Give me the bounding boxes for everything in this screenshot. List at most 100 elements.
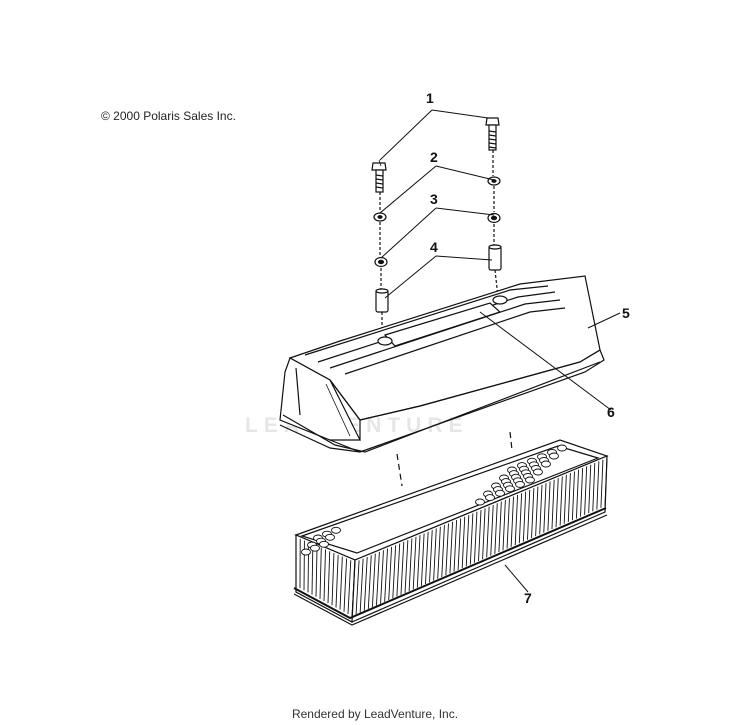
- left-bolt: [371, 159, 387, 193]
- pleat-line: [527, 489, 531, 540]
- end-pleat-line: [323, 549, 326, 602]
- pleat-line: [518, 493, 523, 544]
- pleat-line: [425, 531, 429, 585]
- pleat-line: [502, 499, 506, 551]
- callout-1: 1: [426, 90, 434, 106]
- perforation-hole: [485, 494, 495, 502]
- perforation-hole: [549, 452, 559, 460]
- pleat-line: [420, 533, 425, 586]
- pleat-line: [522, 491, 527, 542]
- pleat-line: [416, 535, 421, 588]
- perforation-hole: [325, 533, 335, 541]
- pleat-line: [494, 503, 498, 554]
- pleat-line: [510, 496, 514, 547]
- callout-numbers: 1 2 3 4 5 6 7: [426, 90, 630, 606]
- end-pleat-line: [343, 558, 348, 612]
- left-washer: [373, 212, 387, 222]
- pleat-line: [531, 488, 535, 538]
- pleat-line: [473, 511, 478, 563]
- pleat-line: [551, 479, 555, 530]
- perforation-hole: [557, 444, 567, 452]
- pleat-line: [392, 545, 397, 599]
- end-pleat-line: [347, 560, 352, 614]
- filter-perforations-left: [301, 526, 341, 556]
- pleat-line: [535, 486, 539, 537]
- pleat-line: [376, 551, 380, 606]
- pleat-line: [408, 538, 413, 592]
- pleat-line: [506, 498, 510, 549]
- pleat-line: [465, 515, 470, 567]
- pleat-line: [457, 518, 462, 570]
- pleat-line: [445, 523, 449, 576]
- pleat-line: [380, 550, 384, 604]
- pleat-line: [355, 560, 360, 615]
- pleat-line: [396, 543, 401, 597]
- pleat-line: [539, 484, 543, 535]
- pleat-line: [453, 520, 458, 572]
- pleat-line: [400, 541, 405, 595]
- callout-6: 6: [607, 404, 615, 420]
- pleat-line: [388, 546, 393, 601]
- pleat-line: [441, 525, 445, 577]
- perforation-hole: [475, 498, 485, 506]
- pleat-line: [351, 561, 356, 617]
- pleat-line: [555, 478, 559, 528]
- end-pleat-line: [339, 556, 343, 610]
- perforation-hole: [541, 460, 551, 468]
- pleat-line: [437, 526, 441, 579]
- end-pleat-line: [311, 544, 314, 595]
- air-box-cover: [279, 275, 605, 453]
- pleat-line: [412, 536, 417, 590]
- callout-3: 3: [430, 191, 438, 207]
- right-lock-washer: [487, 212, 501, 224]
- pleat-line: [592, 463, 596, 512]
- pleat-line: [404, 540, 409, 593]
- pleat-line: [588, 464, 592, 514]
- pleat-line: [449, 521, 453, 574]
- pleat-line: [429, 530, 433, 583]
- pleat-line: [604, 457, 608, 507]
- pleat-line: [469, 513, 474, 565]
- pleat-line: [567, 473, 571, 522]
- perforation-hole: [310, 544, 320, 552]
- pleat-line: [580, 468, 584, 517]
- pleat-line: [490, 504, 494, 556]
- end-pleat-line: [319, 547, 322, 599]
- end-pleat-line: [335, 554, 339, 608]
- callout-2: 2: [430, 149, 438, 165]
- perforation-hole: [525, 476, 535, 484]
- perforation-hole: [505, 485, 515, 493]
- pleat-line: [486, 506, 490, 558]
- pleat-line: [363, 556, 368, 611]
- right-washer: [487, 176, 501, 186]
- perforation-hole: [301, 548, 311, 556]
- perforation-hole: [319, 540, 329, 548]
- pleat-line: [482, 508, 486, 560]
- pleat-line: [478, 509, 482, 562]
- pleat-line: [543, 483, 547, 533]
- pleat-line: [563, 474, 567, 524]
- pleat-line: [596, 461, 600, 510]
- perforation-hole: [495, 489, 505, 497]
- leader-lines: [379, 109, 621, 593]
- pleat-line: [367, 555, 372, 609]
- pleat-line: [584, 466, 588, 515]
- pleat-line: [559, 476, 563, 526]
- left-spacer: [375, 288, 389, 313]
- pleat-line: [384, 548, 388, 602]
- end-pleat-line: [331, 553, 335, 606]
- pleat-line: [575, 469, 579, 519]
- perforation-hole: [331, 526, 341, 534]
- filter-perforations-right: [475, 444, 567, 506]
- copyright-text: © 2000 Polaris Sales Inc.: [101, 109, 236, 123]
- pleat-line: [571, 471, 575, 521]
- pleat-line: [498, 501, 502, 553]
- perforation-hole: [515, 480, 525, 488]
- right-bolt: [485, 117, 500, 151]
- callout-7: 7: [524, 590, 532, 606]
- filter-pleats: [351, 457, 608, 617]
- left-lock-washer: [374, 256, 388, 268]
- pleat-line: [547, 481, 551, 531]
